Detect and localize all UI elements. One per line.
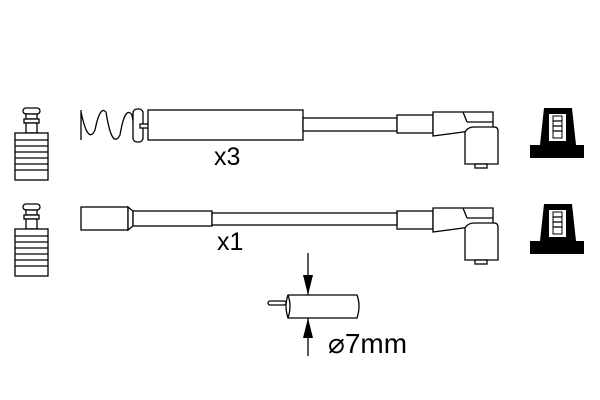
arrow-down-icon [303, 275, 313, 295]
spark-plug-connector-1 [14, 107, 49, 181]
arrow-up-icon [303, 318, 313, 338]
angled-boot-2 [396, 207, 499, 265]
spark-plug-connector-2 [14, 203, 49, 277]
cable-1 [302, 117, 398, 132]
spring-terminal [80, 109, 141, 140]
diameter-detail [267, 253, 360, 356]
cable-tube-1 [147, 109, 304, 141]
diameter-value: 7mm [344, 328, 408, 359]
diameter-label: ⌀7mm [328, 330, 407, 358]
distributor-cap-connector-2 [529, 203, 585, 255]
diameter-symbol: ⌀ [328, 328, 345, 359]
cable-2 [211, 212, 398, 226]
distributor-cap-connector-1 [529, 107, 585, 159]
straight-boot [80, 206, 129, 231]
quantity-label-1: x3 [214, 143, 241, 171]
cable-tube-2 [132, 210, 213, 227]
angled-boot-1 [396, 111, 499, 169]
quantity-label-2: x1 [217, 228, 244, 256]
